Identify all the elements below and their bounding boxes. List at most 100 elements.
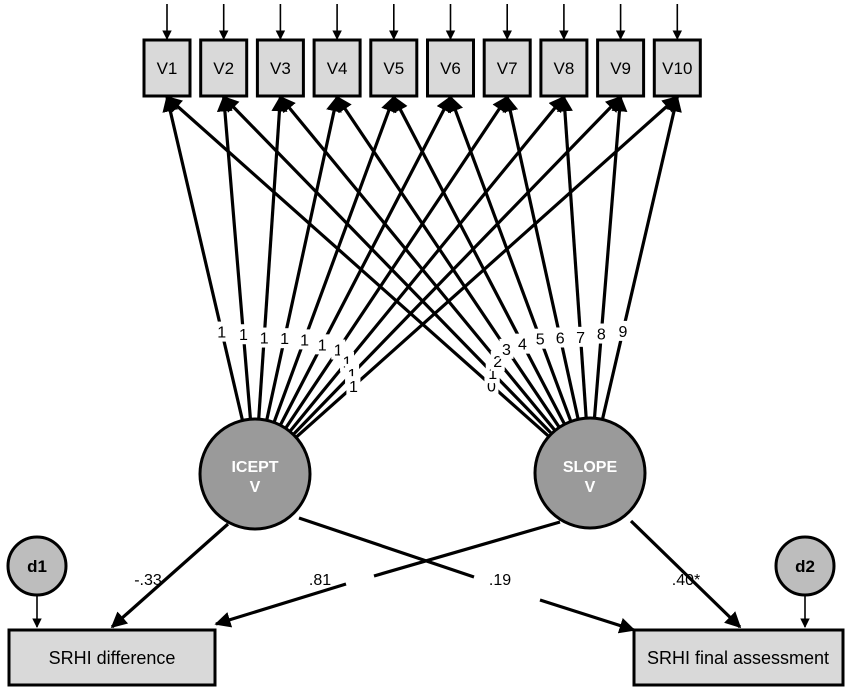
loading-slope-v4 (335, 95, 568, 439)
loading-slope-v8 (556, 95, 589, 431)
latent-icept-sub: V (250, 479, 261, 496)
loading-label-icept-v4: 1 (280, 331, 289, 348)
latent-slope-name: SLOPE (563, 459, 618, 476)
outcome-srhi-difference-label: SRHI difference (49, 648, 176, 668)
loading-icept-v7 (277, 95, 509, 440)
loading-label-slope-v8: 7 (576, 330, 585, 347)
loading-icept-v6 (273, 95, 452, 437)
loading-slope-v10 (598, 95, 682, 432)
loading-label-slope-v6: 5 (536, 332, 545, 349)
loading-slope-v3 (279, 95, 564, 441)
loading-slope-v1 (165, 95, 559, 446)
loading-slope-v9 (591, 95, 628, 431)
observed-label: V8 (554, 59, 575, 78)
loading-slope-v7 (502, 95, 583, 432)
disturbance-d2-label: d2 (795, 557, 815, 576)
observed-label: V2 (213, 59, 234, 78)
coef-icept-final: .19 (489, 572, 511, 589)
observed-v7: V7 (482, 38, 532, 98)
loading-icept-v3 (256, 95, 288, 432)
loading-label-icept-v2: 1 (239, 327, 248, 344)
observed-label: V5 (383, 59, 404, 78)
latent-slope: SLOPE V (533, 416, 647, 530)
loading-label-slope-v3: 2 (493, 354, 502, 371)
outcome-srhi-final: SRHI final assessment (632, 628, 845, 687)
loading-label-bg (615, 320, 630, 341)
loading-label-icept-v6: 1 (318, 337, 327, 354)
coef-slope-difference: .81 (309, 572, 331, 589)
loading-icept-v2 (216, 95, 254, 432)
loading-icept-v10 (286, 95, 679, 447)
observed-v1: V1 (142, 38, 192, 98)
loading-slope-v5 (392, 95, 572, 436)
outcome-srhi-final-label: SRHI final assessment (647, 648, 829, 668)
path-slope-to-difference (373, 520, 561, 578)
loading-label-slope-v7: 6 (556, 330, 565, 347)
latent-icept-name: ICEPT (231, 459, 278, 476)
loading-label-slope-v4: 3 (502, 342, 511, 359)
latent-slope-sub: V (585, 479, 596, 496)
observed-label: V4 (327, 59, 348, 78)
loading-icept-v4 (262, 95, 342, 433)
observed-v6: V6 (426, 38, 475, 98)
observed-v9: V9 (596, 38, 646, 98)
loading-label-icept-v10: 1 (349, 379, 358, 396)
observed-label: V1 (157, 59, 178, 78)
path-slope-to-final (629, 519, 742, 629)
path-icept-to-difference (110, 522, 230, 629)
path-icept-to-final (298, 516, 475, 579)
regression-coefficients: -.33 .81 .19 .40* (134, 572, 700, 589)
observed-v2: V2 (199, 38, 249, 98)
loading-label-bg (315, 334, 330, 355)
loading-label-bg (277, 328, 292, 349)
loading-label-icept-v5: 1 (300, 332, 309, 349)
loading-label-bg (257, 327, 272, 348)
loading-label-slope-v2: 1 (488, 366, 497, 383)
loading-label-bg (573, 326, 588, 347)
loading-label-icept-v1: 1 (217, 325, 226, 342)
observed-v8: V8 (539, 38, 589, 98)
regression-paths (110, 516, 742, 634)
loading-slope-v6 (448, 95, 577, 434)
loading-label-bg (533, 328, 548, 349)
observed-label: V7 (497, 59, 518, 78)
disturbance-d2: d2 (774, 535, 836, 628)
loading-label-bg (236, 324, 251, 345)
observed-variables: V1 V2 V3 V4 V5 V6 V7 V8 V9 V10 (142, 38, 702, 98)
loading-label-icept-v7: 1 (334, 343, 343, 360)
loading-label-icept-v9: 1 (348, 367, 357, 384)
loading-label-slope-v10: 9 (619, 324, 628, 341)
loading-slope-v2 (222, 95, 562, 444)
path-slope-to-difference-arrow (214, 582, 347, 628)
outcome-srhi-difference: SRHI difference (7, 628, 217, 687)
observed-label: V6 (440, 59, 461, 78)
loading-label-bg (499, 338, 514, 359)
path-icept-to-final-arrow (539, 598, 636, 634)
loading-label-bg (214, 321, 229, 342)
error-arrows (162, 4, 683, 40)
disturbance-d1: d1 (6, 535, 68, 628)
observed-label: V10 (662, 59, 692, 78)
disturbance-d1-label: d1 (27, 557, 47, 576)
observed-v4: V4 (312, 38, 362, 98)
loading-label-icept-v8: 1 (343, 355, 352, 372)
latent-icept: ICEPT V (198, 417, 312, 531)
coef-slope-final: .40* (672, 572, 700, 589)
loading-label-bg (594, 323, 609, 344)
coef-icept-difference: -.33 (134, 572, 162, 589)
loading-label-slope-v1: 0 (487, 378, 496, 395)
loading-edges (162, 95, 682, 447)
observed-label: V9 (610, 59, 631, 78)
loading-label-icept-v3: 1 (260, 331, 269, 348)
observed-v3: V3 (255, 38, 305, 98)
loading-label-slope-v9: 8 (597, 327, 606, 344)
observed-v5: V5 (369, 38, 419, 98)
loading-label-bg (346, 376, 361, 397)
loading-icept-v5 (268, 95, 397, 435)
loading-label-slope-v5: 4 (518, 337, 527, 354)
observed-v10: V10 (652, 38, 702, 98)
observed-label: V3 (270, 59, 291, 78)
loading-icept-v1 (162, 95, 247, 433)
